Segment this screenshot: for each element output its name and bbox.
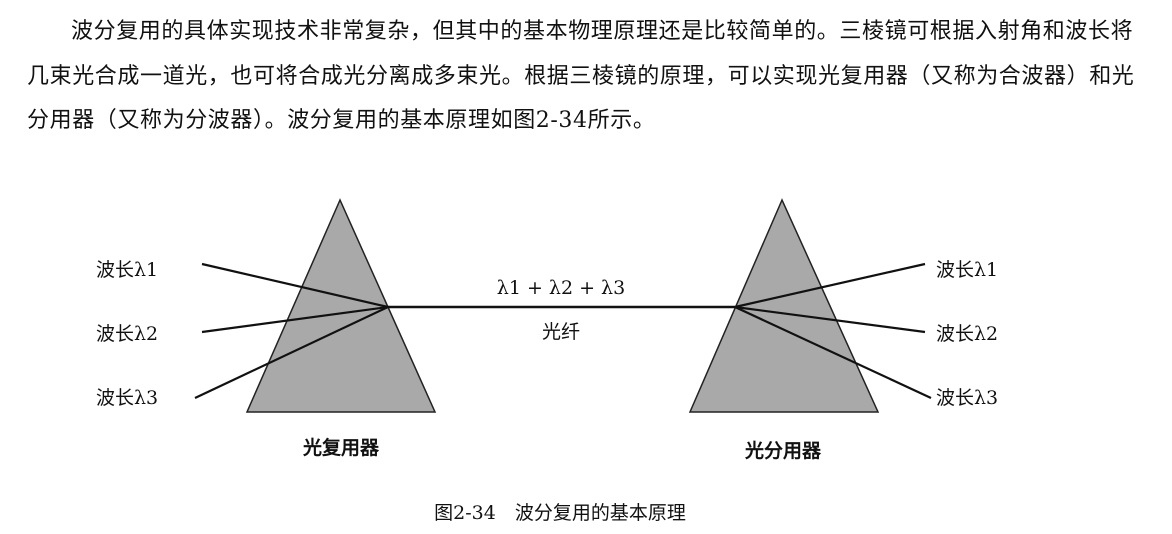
combined-label: λ1 + λ2 + λ3 [497, 277, 625, 299]
input-label-1: 波长λ1 [96, 259, 158, 281]
figure-caption: 图2-34 波分复用的基本原理 [434, 502, 686, 524]
output-ray-3 [734, 306, 932, 399]
input-ray-3 [194, 306, 389, 399]
demultiplexer-label: 光分用器 [744, 439, 822, 462]
output-label-2: 波长λ2 [936, 323, 998, 345]
fiber-label: 光纤 [542, 321, 580, 343]
output-label-3: 波长λ3 [936, 387, 998, 409]
body-paragraph: 波分复用的具体实现技术非常复杂，但其中的基本物理原理还是比较简单的。三棱镜可根据… [27, 19, 1135, 133]
output-label-1: 波长λ1 [936, 259, 998, 281]
input-label-3: 波长λ3 [96, 387, 158, 409]
multiplexer-label: 光复用器 [302, 436, 380, 459]
output-ray-1 [734, 262, 926, 309]
input-ray-2 [201, 305, 389, 334]
output-ray-2 [734, 305, 926, 334]
input-label-2: 波长λ2 [96, 323, 158, 345]
input-ray-1 [201, 262, 389, 309]
